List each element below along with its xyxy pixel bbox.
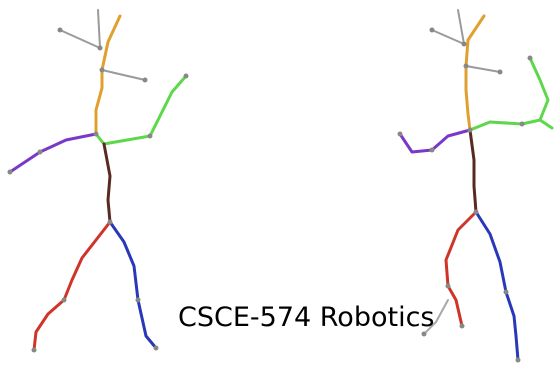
left-figure-spine-upper — [94, 14, 122, 136]
stick-figure-right — [397, 9, 554, 363]
slide-caption: CSCE-574 Robotics — [178, 302, 435, 333]
left-figure-head-gray — [59, 9, 146, 81]
right-figure-left-arm — [398, 128, 472, 154]
right-figure-torso — [468, 128, 478, 214]
left-figure-torso — [102, 142, 112, 224]
left-figure-joints — [7, 27, 189, 353]
left-figure-right-leg — [108, 220, 158, 350]
right-figure-foot-gray — [423, 299, 449, 335]
left-figure-left-arm — [8, 132, 98, 174]
stick-figure-left — [7, 9, 189, 353]
right-figure-joints — [397, 27, 533, 363]
right-figure-head-gray — [431, 9, 501, 73]
right-figure-right-arm — [468, 56, 554, 132]
right-figure-right-leg — [474, 210, 520, 362]
right-figure-left-leg — [444, 210, 478, 328]
right-figure-spine-upper — [464, 14, 486, 132]
left-figure-right-arm — [94, 74, 188, 146]
left-figure-left-leg — [32, 220, 112, 352]
